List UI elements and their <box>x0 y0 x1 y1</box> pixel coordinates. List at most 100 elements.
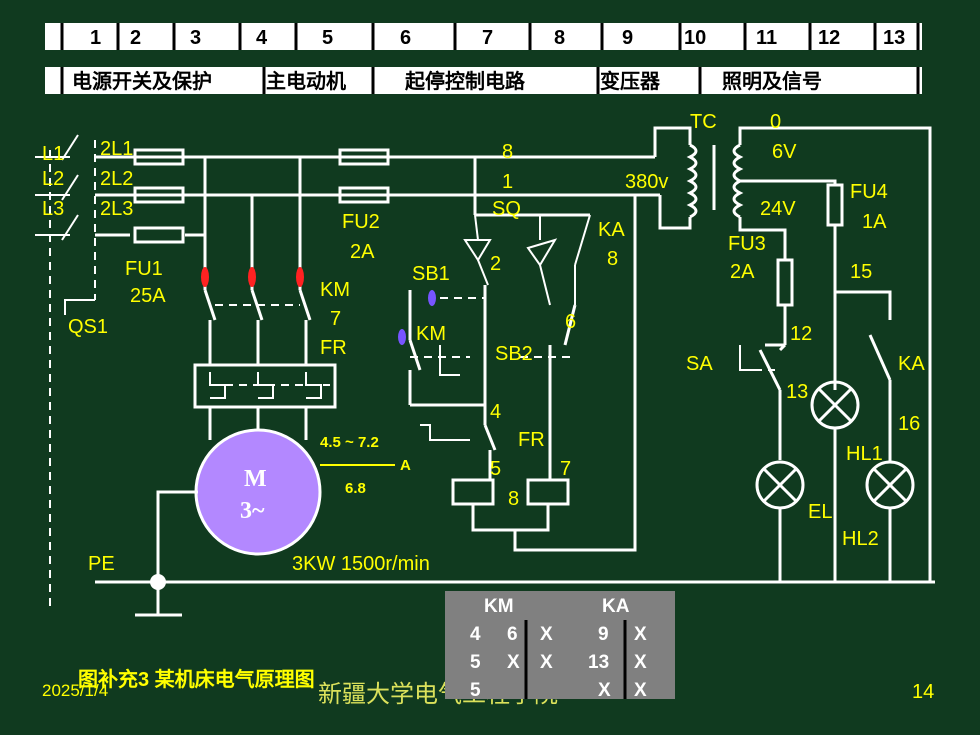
label-24v: 24V <box>760 198 796 220</box>
label-ka-signal: KA <box>898 353 925 375</box>
label-fr-unit: A <box>400 457 411 474</box>
header-number-bg <box>45 23 922 50</box>
table-bg <box>445 591 675 699</box>
table-cell: X <box>634 652 647 673</box>
fuse-fu1-l1 <box>133 148 185 166</box>
label-node-2: 2 <box>490 253 501 275</box>
label-6v: 6V <box>772 141 797 163</box>
label-node-6: 6 <box>565 311 576 333</box>
label-fr-contact: FR <box>518 429 545 451</box>
label-fu2: FU2 <box>342 211 380 233</box>
fuse-fu1-l2 <box>133 186 185 204</box>
col-num: 4 <box>256 27 268 49</box>
fu1-fuses <box>133 148 185 244</box>
label-sq: SQ <box>492 198 521 220</box>
label-l3: L3 <box>42 198 64 220</box>
table-header-ka: KA <box>602 596 630 617</box>
km-aux-contact <box>398 329 406 345</box>
table-cell: X <box>634 624 647 645</box>
label-fu4: FU4 <box>850 181 888 203</box>
table-cell: 4 <box>470 624 481 645</box>
label-node-12: 12 <box>790 323 812 345</box>
section-motor: 主电动机 <box>266 69 346 93</box>
label-hl1: HL1 <box>846 443 883 465</box>
label-node-4: 4 <box>490 401 501 423</box>
label-ka: KA <box>598 219 625 241</box>
fuse-fu4 <box>826 183 844 227</box>
col-num: 9 <box>622 27 633 49</box>
label-node-8: 8 <box>502 141 513 163</box>
label-l2: L2 <box>42 168 64 190</box>
label-node-5: 5 <box>490 458 501 480</box>
fuse-fu2-a <box>338 148 390 166</box>
header-number-bar: 1 2 3 4 5 6 7 8 9 10 11 12 13 <box>45 23 922 50</box>
contact-dot <box>248 267 256 287</box>
label-fr-set: 6.8 <box>345 480 366 497</box>
label-fu2-rating: 2A <box>350 241 375 263</box>
page-number: 14 <box>912 681 934 703</box>
control-circuit <box>398 157 637 552</box>
figure-caption: 图补充3 某机床电气原理图 <box>78 667 315 691</box>
motor-phase: 3~ <box>240 498 265 524</box>
col-num: 11 <box>756 27 777 49</box>
label-node-1: 1 <box>502 171 513 193</box>
label-fu1: FU1 <box>125 258 163 280</box>
label-fr-range: 4.5 ~ 7.2 <box>320 434 379 451</box>
ka-coil <box>526 478 570 506</box>
label-380v: 380v <box>625 171 668 193</box>
col-num: 6 <box>400 27 411 49</box>
label-2l2: 2L2 <box>100 168 133 190</box>
section-power: 电源开关及保护 <box>72 69 212 93</box>
label-hl2: HL2 <box>842 528 879 550</box>
pe-ground <box>95 574 935 617</box>
section-transformer: 变压器 <box>600 69 661 93</box>
section-control: 起停控制电路 <box>404 69 526 93</box>
fu2-fuses <box>338 148 390 204</box>
label-el: EL <box>808 501 832 523</box>
contact-dot <box>296 267 304 287</box>
label-node-13: 13 <box>786 381 808 403</box>
label-2l1: 2L1 <box>100 138 133 160</box>
contact-table: KM KA 4 6 X 9 X 5 X X 13 X 5 X X <box>445 591 675 701</box>
sb1-button <box>428 290 436 306</box>
main-contactor-km <box>201 157 312 365</box>
label-km: KM <box>320 279 350 301</box>
label-node-16: 16 <box>898 413 920 435</box>
label-qs1: QS1 <box>68 316 108 338</box>
label-node-7: 7 <box>330 308 341 330</box>
col-num: 12 <box>818 27 840 49</box>
table-cell: 5 <box>470 680 481 701</box>
label-node-0: 0 <box>770 111 781 133</box>
label-fr: FR <box>320 337 347 359</box>
label-sb1: SB1 <box>412 263 450 285</box>
km-coil <box>451 478 495 506</box>
motor-circle <box>194 428 322 556</box>
component-labels: L1 L2 L3 2L1 2L2 2L3 FU1 25A QS1 FU2 2A … <box>42 111 925 575</box>
table-cell: X <box>540 652 553 673</box>
col-num: 2 <box>130 27 141 49</box>
label-fu1-rating: 25A <box>130 285 166 307</box>
label-node-8b: 8 <box>607 248 618 270</box>
label-node-7b: 7 <box>560 458 571 480</box>
table-header-km: KM <box>484 596 514 617</box>
label-l1: L1 <box>42 143 64 165</box>
motor-m: M 3~ <box>156 428 322 580</box>
motor-label: M <box>244 466 267 492</box>
label-tc: TC <box>690 111 717 133</box>
col-num: 3 <box>190 27 201 49</box>
header-section-bar: 电源开关及保护 主电动机 起停控制电路 变压器 照明及信号 <box>45 67 922 94</box>
table-cell: 6 <box>507 624 518 645</box>
table-cell: X <box>507 652 520 673</box>
table-cell: X <box>598 680 611 701</box>
table-cell: 13 <box>588 652 609 673</box>
col-num: 10 <box>684 27 706 49</box>
label-fu3-rating: 2A <box>730 261 755 283</box>
table-cell: X <box>540 624 553 645</box>
col-num: 8 <box>554 27 565 49</box>
label-sa: SA <box>686 353 713 375</box>
table-cell: 5 <box>470 652 481 673</box>
thermal-relay-fr <box>193 363 337 440</box>
label-sb2: SB2 <box>495 343 533 365</box>
lighting-signal <box>739 183 915 582</box>
col-num: 7 <box>482 27 493 49</box>
